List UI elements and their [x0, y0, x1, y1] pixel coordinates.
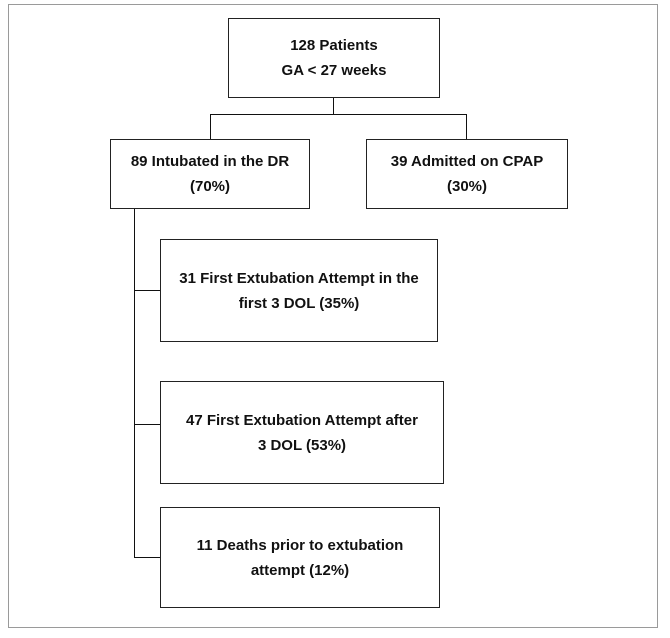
cpap-node-line2: (30%)	[446, 178, 487, 195]
connector-root-down	[333, 98, 334, 114]
cpap-node-line1: 39 Admitted on CPAP	[390, 153, 544, 170]
deaths-node: 11 Deaths prior to extubation attempt (1…	[160, 507, 440, 608]
connector-trunk	[134, 208, 135, 558]
connector-branch-3	[134, 557, 160, 558]
early-extubation-line1: 31 First Extubation Attempt in the	[179, 269, 419, 287]
root-node-line1: 128 Patients	[290, 37, 378, 54]
intubated-node-line1: 89 Intubated in the DR	[130, 153, 290, 170]
connector-to-left	[210, 114, 211, 139]
connector-branch-1	[134, 290, 160, 291]
cpap-node: 39 Admitted on CPAP (30%)	[366, 139, 568, 209]
connector-to-right	[466, 114, 467, 139]
connector-branch-2	[134, 424, 160, 425]
intubated-node-line2: (70%)	[189, 178, 230, 195]
intubated-node: 89 Intubated in the DR (70%)	[110, 139, 310, 209]
late-extubation-line2: 3 DOL (53%)	[257, 436, 347, 454]
deaths-line2: attempt (12%)	[250, 561, 350, 579]
outer-frame	[8, 4, 658, 628]
early-extubation-node: 31 First Extubation Attempt in the first…	[160, 239, 438, 342]
root-node-line2: GA < 27 weeks	[281, 62, 387, 79]
early-extubation-line2: first 3 DOL (35%)	[238, 294, 360, 312]
late-extubation-node: 47 First Extubation Attempt after 3 DOL …	[160, 381, 444, 484]
deaths-line1: 11 Deaths prior to extubation	[196, 536, 404, 554]
late-extubation-line1: 47 First Extubation Attempt after	[186, 411, 418, 429]
root-node: 128 Patients GA < 27 weeks	[228, 18, 440, 98]
connector-split	[210, 114, 466, 115]
